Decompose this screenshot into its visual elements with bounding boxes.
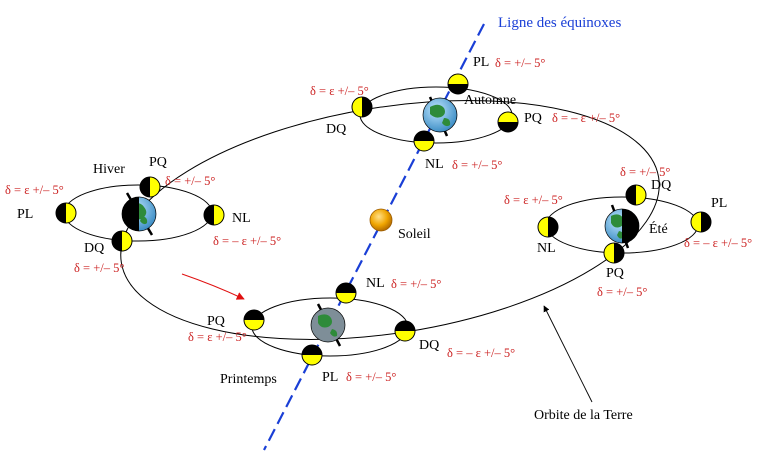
decl-hiver-dq: δ = +/– 5°	[74, 261, 124, 275]
decl-ete-pl: δ = – ε +/– 5°	[684, 236, 752, 250]
moon-hiver-pl	[55, 202, 77, 224]
equinox-line-label: Ligne des équinoxes	[498, 15, 621, 31]
moon-printemps-dq	[394, 320, 416, 342]
phase-label-hiver-pq: PQ	[149, 155, 167, 170]
moon-printemps-pq	[243, 309, 265, 331]
decl-printemps-pq: δ = ε +/– 5°	[188, 330, 247, 344]
phase-label-automne-dq: DQ	[326, 122, 346, 137]
moon-automne-pl	[447, 73, 469, 95]
decl-ete-nl: δ = ε +/– 5°	[504, 193, 563, 207]
moon-printemps-pl	[301, 344, 323, 366]
season-label-printemps: Printemps	[220, 372, 277, 387]
decl-printemps-nl: δ = +/– 5°	[391, 277, 441, 291]
sun	[369, 208, 393, 232]
phase-label-hiver-nl: NL	[232, 211, 251, 226]
season-label-ete: Été	[649, 220, 668, 237]
phase-label-ete-nl: NL	[537, 241, 556, 256]
moon-hiver-pq	[139, 176, 161, 198]
phase-label-ete-pq: PQ	[606, 266, 624, 281]
decl-ete-dq: δ = +/– 5°	[620, 165, 670, 179]
decl-hiver-pq: δ = +/– 5°	[165, 174, 215, 188]
moon-automne-nl	[413, 130, 435, 152]
moon-automne-pq	[497, 111, 519, 133]
moon-hiver-nl	[203, 204, 225, 226]
earth-ete	[604, 204, 640, 249]
season-label-hiver: Hiver	[93, 162, 125, 177]
orbit-label: Orbite de la Terre	[534, 408, 633, 423]
decl-automne-pq: δ = – ε +/– 5°	[552, 111, 620, 125]
earth-printemps	[310, 303, 346, 347]
moon-ete-pq	[603, 242, 625, 264]
moon-ete-pl	[690, 211, 712, 233]
equinox-line	[263, 23, 485, 451]
decl-automne-nl: δ = +/– 5°	[452, 158, 502, 172]
moon-ete-dq	[625, 184, 647, 206]
phase-label-printemps-pq: PQ	[207, 314, 225, 329]
moon-hiver-dq	[111, 230, 133, 252]
phase-label-ete-pl: PL	[711, 196, 727, 211]
moon-automne-dq	[351, 96, 373, 118]
phase-label-automne-pl: PL	[473, 55, 489, 70]
season-label-automne: Automne	[464, 93, 516, 108]
sun-label: Soleil	[398, 227, 431, 242]
phase-label-automne-pq: PQ	[524, 111, 542, 126]
phase-label-automne-nl: NL	[425, 157, 444, 172]
phase-label-hiver-dq: DQ	[84, 241, 104, 256]
phase-label-printemps-dq: DQ	[419, 338, 439, 353]
direction-arrow	[181, 273, 245, 300]
orbit-pointer	[543, 305, 593, 403]
phase-label-printemps-pl: PL	[322, 370, 338, 385]
earth-hiver	[121, 192, 157, 236]
phase-label-printemps-nl: NL	[366, 276, 385, 291]
earth-automne	[422, 96, 458, 137]
decl-hiver-pl: δ = ε +/– 5°	[5, 183, 64, 197]
decl-hiver-nl: δ = – ε +/– 5°	[213, 234, 281, 248]
moon-printemps-nl	[335, 282, 357, 304]
phase-label-hiver-pl: PL	[17, 207, 33, 222]
decl-printemps-dq: δ = – ε +/– 5°	[447, 346, 515, 360]
decl-printemps-pl: δ = +/– 5°	[346, 370, 396, 384]
moon-ete-nl	[537, 216, 559, 238]
decl-ete-pq: δ = +/– 5°	[597, 285, 647, 299]
decl-automne-pl: δ = +/– 5°	[495, 56, 545, 70]
decl-automne-dq: δ = ε +/– 5°	[310, 84, 369, 98]
phase-label-ete-dq: DQ	[651, 178, 671, 193]
